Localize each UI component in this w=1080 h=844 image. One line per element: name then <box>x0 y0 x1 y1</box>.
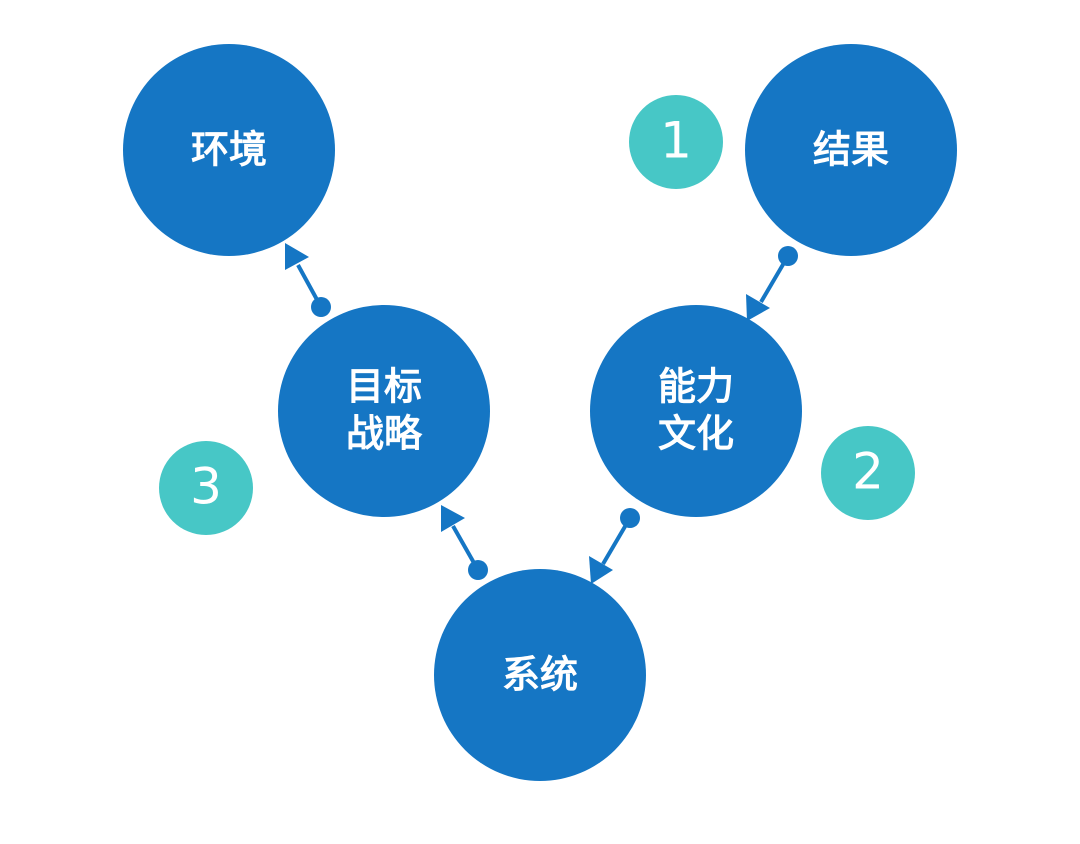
connector-strategy-to-environment <box>285 243 331 317</box>
arrowhead-icon <box>441 505 465 532</box>
node-label: 环境 <box>191 128 267 172</box>
node-label: 能力 <box>658 365 734 409</box>
node-strategy: 目标 战略 <box>278 305 490 517</box>
arrowhead-icon <box>285 243 309 270</box>
node-label: 战略 <box>346 412 423 456</box>
connector-result-to-capability <box>746 246 798 321</box>
node-result: 结果 <box>745 44 957 256</box>
connector-capability-to-system <box>589 508 640 584</box>
badge-two: 2 <box>821 426 915 520</box>
node-environment: 环境 <box>123 44 335 256</box>
node-label: 结果 <box>813 128 889 172</box>
connector-system-to-strategy <box>441 505 488 580</box>
badge-three: 3 <box>159 441 253 535</box>
badge-one: 1 <box>629 95 723 189</box>
arrowhead-icon <box>746 294 770 321</box>
badge-number: 3 <box>190 458 222 516</box>
connector-dot <box>468 560 488 580</box>
node-label: 文化 <box>658 412 734 456</box>
connector-dot <box>311 297 331 317</box>
node-system: 系统 <box>434 569 646 781</box>
badge-number: 1 <box>660 112 692 170</box>
node-label: 目标 <box>346 365 422 409</box>
connector-dot <box>620 508 640 528</box>
badge-number: 2 <box>852 443 884 501</box>
node-capability: 能力 文化 <box>590 305 802 517</box>
arrowhead-icon <box>589 556 613 584</box>
node-label: 系统 <box>502 653 578 697</box>
connector-dot <box>778 246 798 266</box>
